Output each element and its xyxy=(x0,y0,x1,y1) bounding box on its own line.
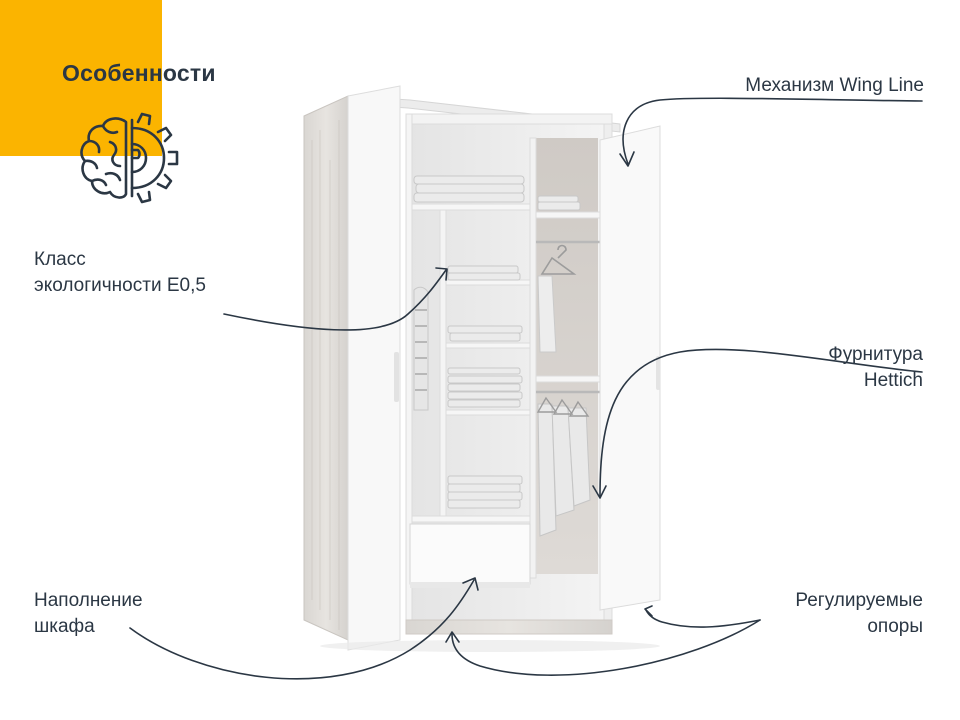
callout-eco-class-line2: экологичности Е0,5 xyxy=(34,275,206,296)
drawer xyxy=(409,523,531,585)
callout-wing-line: Механизм Wing Line xyxy=(745,73,924,99)
callout-hettich-line2: Hettich xyxy=(863,370,923,391)
callout-hettich-line1: Фурнитура xyxy=(828,344,923,365)
callout-hettich: Фурнитура Hettich xyxy=(828,342,923,394)
callout-supports-line1: Регулируемые xyxy=(795,590,923,611)
callout-wing-line-text: Механизм Wing Line xyxy=(745,75,924,96)
wardrobe-illustration xyxy=(303,85,661,652)
callout-supports: Регулируемые опоры xyxy=(795,588,923,640)
right-door xyxy=(599,125,661,611)
callout-filling: Наполнение шкафа xyxy=(34,588,143,640)
callout-eco-class-line1: Класс xyxy=(34,249,86,270)
callout-filling-line2: шкафа xyxy=(34,616,95,637)
brain-gear-icon xyxy=(80,112,179,204)
accent-corner-block xyxy=(0,0,162,156)
callout-filling-line1: Наполнение xyxy=(34,590,143,611)
callout-eco-class: Класс экологичности Е0,5 xyxy=(34,247,206,299)
side-panel xyxy=(303,95,349,641)
page-title: Особенности xyxy=(62,60,216,86)
callout-supports-line2: опоры xyxy=(867,616,923,637)
left-door xyxy=(347,85,401,651)
